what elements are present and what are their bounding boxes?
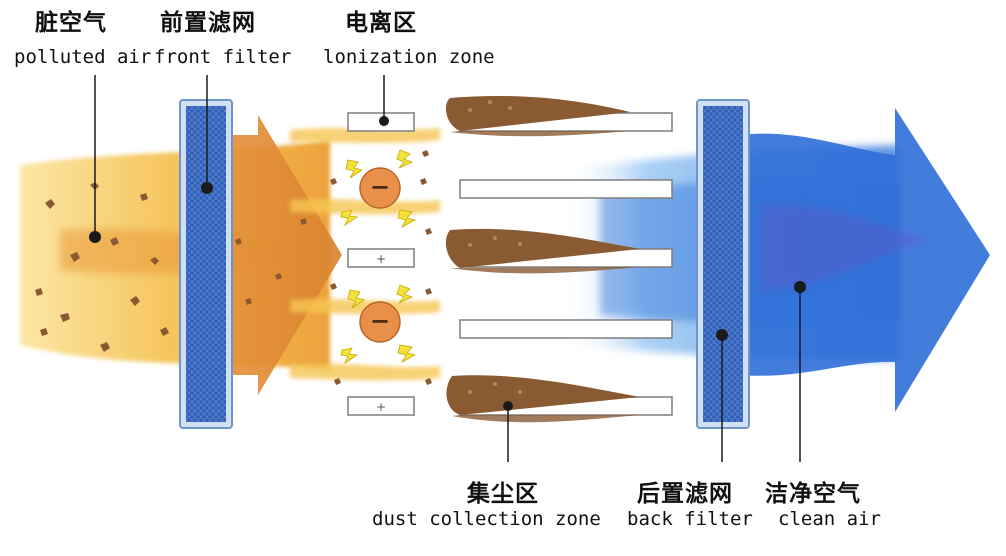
ionization-zone-label-zh: 电离区 bbox=[345, 3, 417, 37]
dust-collection-zone-label-zh: 集尘区 bbox=[467, 474, 539, 508]
positive-symbol-1: + bbox=[376, 252, 386, 266]
front-filter-label-en: front filter bbox=[154, 46, 291, 68]
front-filter-label-zh: 前置滤网 bbox=[160, 3, 256, 37]
negative-symbol-1: − bbox=[370, 173, 390, 201]
clean-air-arrow bbox=[740, 108, 990, 412]
clean-air-label-en: clean air bbox=[778, 508, 881, 530]
back-filter bbox=[697, 100, 749, 428]
clean-air-label-zh: 洁净空气 bbox=[765, 474, 861, 508]
back-filter-label-en: back filter bbox=[627, 508, 753, 530]
positive-symbol-2: + bbox=[376, 400, 386, 414]
polluted-air-label-zh: 脏空气 bbox=[35, 3, 107, 37]
ionization-zone-label-en: lonization zone bbox=[323, 46, 495, 68]
dust-collection-zone-label-en: dust collection zone bbox=[372, 508, 601, 530]
front-filter bbox=[180, 100, 232, 428]
negative-symbol-2: − bbox=[370, 307, 390, 335]
polluted-air-label-en: polluted air bbox=[14, 46, 151, 68]
back-filter-label-zh: 后置滤网 bbox=[637, 474, 733, 508]
